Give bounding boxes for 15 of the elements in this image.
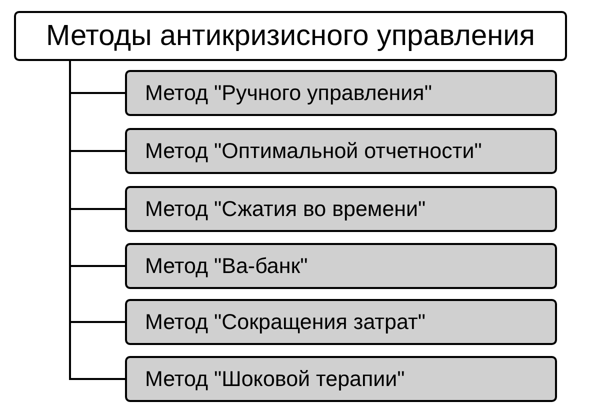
method-box — [125, 299, 557, 345]
method-box — [125, 243, 557, 289]
title-box — [14, 11, 567, 61]
method-box — [125, 356, 557, 402]
connector-line — [69, 61, 125, 380]
method-label: Метод "Оптимальной отчетности" — [145, 138, 482, 164]
method-box — [125, 186, 557, 232]
title-text: Методы антикризисного управления — [46, 20, 535, 52]
method-label: Метод "Ва-банк" — [145, 254, 308, 278]
method-box — [125, 70, 557, 116]
method-label: Метод "Сжатия во времени" — [145, 196, 426, 222]
method-label: Метод "Шоковой терапии" — [145, 366, 405, 392]
method-box — [125, 128, 557, 174]
method-label: Метод "Сокращения затрат" — [145, 310, 426, 334]
method-label: Метод "Ручного управления" — [145, 80, 432, 106]
